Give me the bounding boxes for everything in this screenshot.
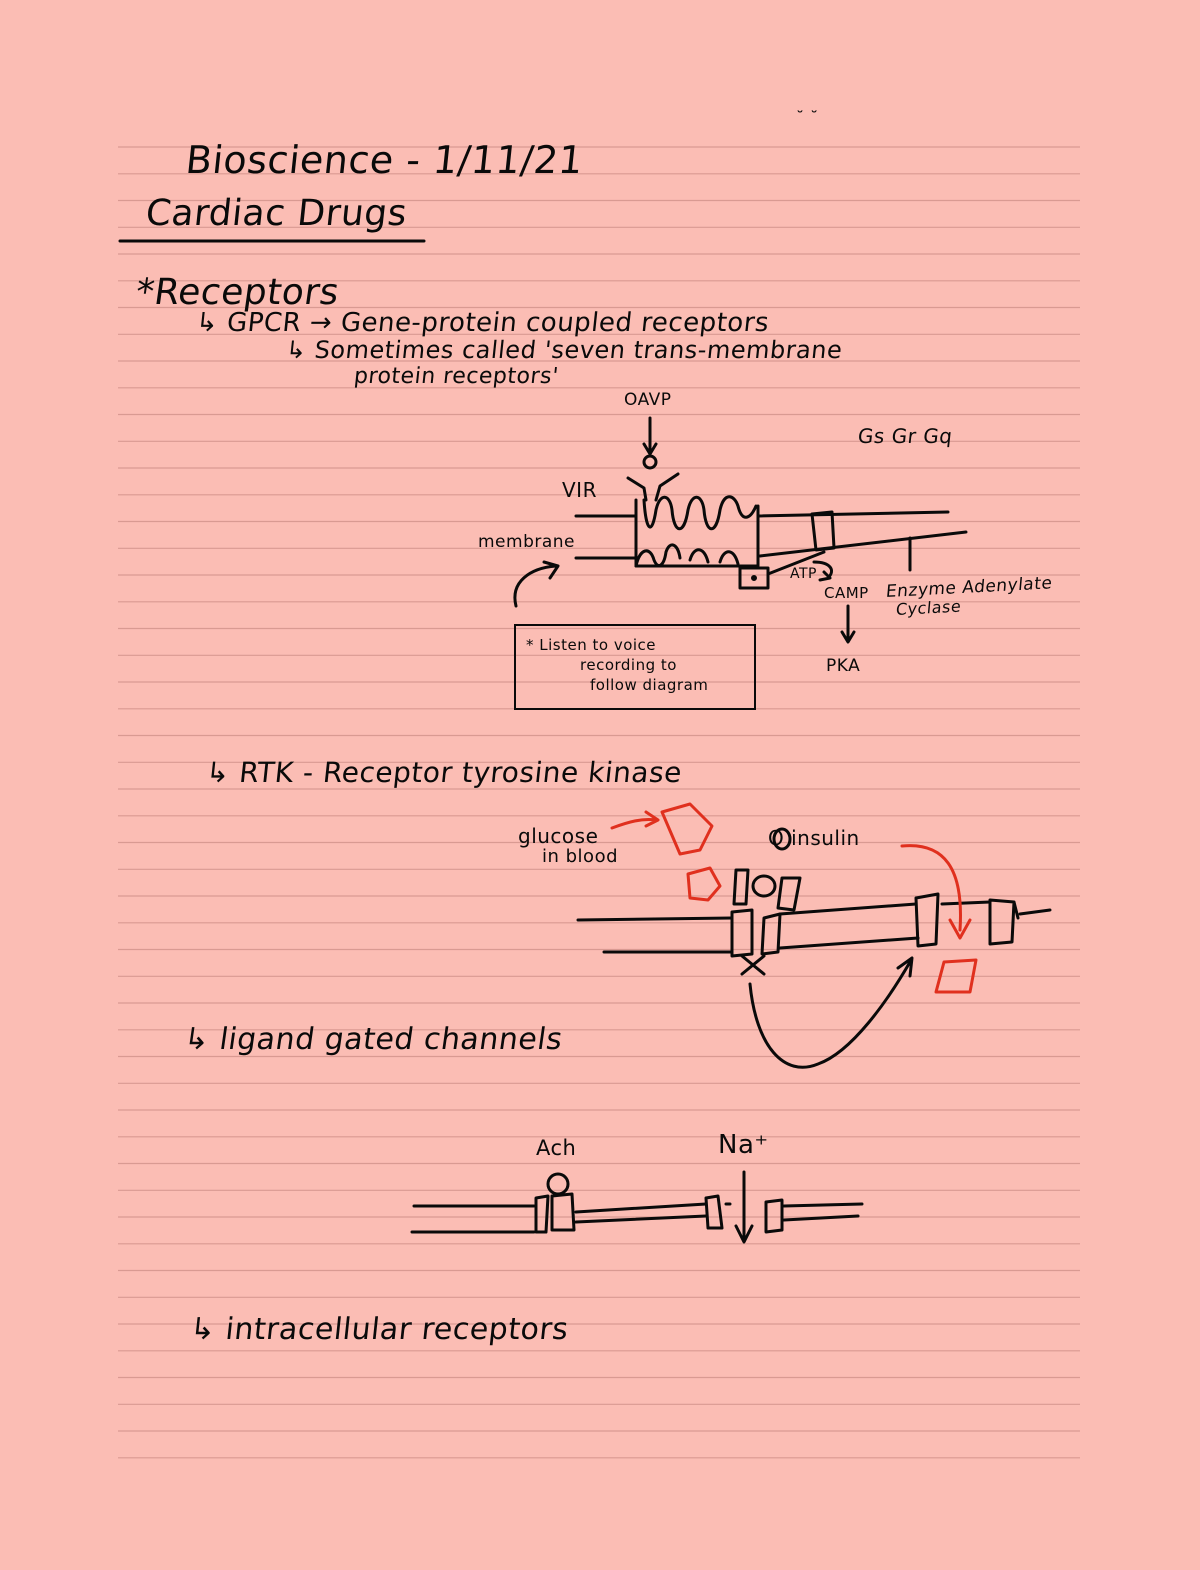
g-proteins-label: Gs Gr Gq <box>856 424 954 448</box>
receptors-heading: *Receptors <box>133 272 342 313</box>
note-line-3: follow diagram <box>590 676 709 694</box>
insulin-label: O insulin <box>768 826 860 850</box>
ligand-gated-line: ↳ ligand gated channels <box>181 1022 565 1057</box>
gpcr-line: ↳ GPCR → Gene-protein coupled receptors <box>194 308 771 338</box>
header-mark: ˘ ˘ <box>796 108 819 127</box>
gpcr-subnote-line2: protein receptors' <box>352 364 560 389</box>
glucose-label-2: in blood <box>542 846 619 867</box>
receptor-label: VIR <box>562 478 597 502</box>
ligand-label: OAVP <box>624 390 672 410</box>
page-title: Bioscience - 1/11/21 <box>183 138 586 182</box>
camp-label: CAMP <box>824 584 869 602</box>
rtk-line: ↳ RTK - Receptor tyrosine kinase <box>204 756 684 789</box>
glucose-label-1: glucose <box>518 824 599 848</box>
atp-label: ATP <box>790 566 817 582</box>
topic-title: Cardiac Drugs <box>143 193 410 234</box>
ach-label: Ach <box>536 1136 577 1160</box>
na-label: Na⁺ <box>718 1130 769 1160</box>
gpcr-subnote-line1: ↳ Sometimes called 'seven trans-membrane <box>284 336 844 364</box>
note-line-1: * Listen to voice <box>526 636 657 654</box>
note-line-2: recording to <box>580 656 677 674</box>
voice-recording-note: * Listen to voice recording to follow di… <box>514 624 756 710</box>
membrane-label: membrane <box>478 532 576 552</box>
pka-label: PKA <box>826 656 861 676</box>
enzyme-label-2: Cyclase <box>895 596 963 620</box>
intracellular-line: ↳ intracellular receptors <box>188 1312 571 1347</box>
